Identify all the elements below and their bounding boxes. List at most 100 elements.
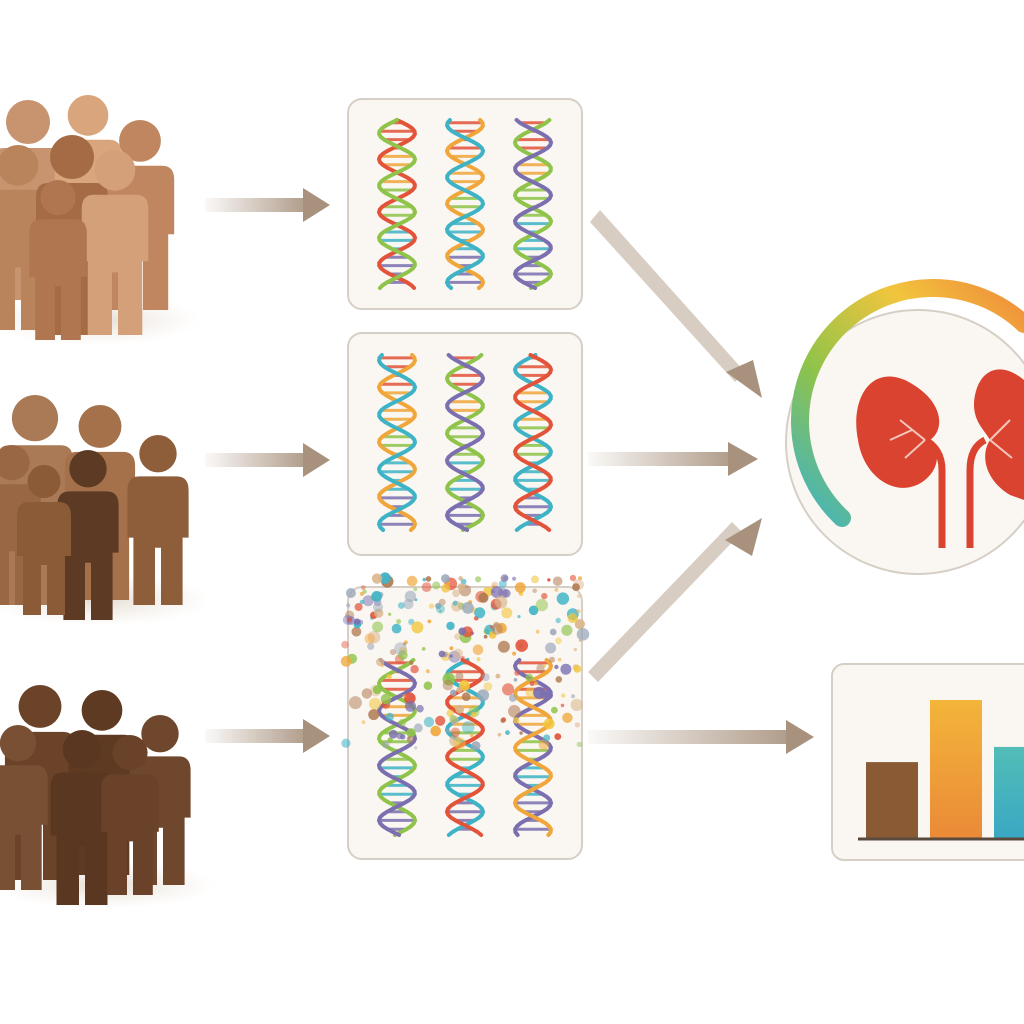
particle [435, 715, 446, 726]
particle [389, 649, 397, 656]
particle [541, 592, 548, 600]
particle [396, 732, 403, 740]
particle [423, 716, 435, 728]
bar-1 [866, 762, 918, 838]
particle [359, 599, 365, 605]
particle [362, 595, 374, 607]
particle [450, 715, 459, 725]
particle [461, 721, 475, 734]
particle [436, 604, 445, 614]
particle [505, 730, 510, 735]
particle [450, 689, 457, 696]
population-group-3 [0, 685, 217, 909]
particle [423, 681, 433, 690]
particle [391, 623, 402, 634]
dna-helix-icon [444, 353, 486, 532]
bar-2 [930, 700, 982, 838]
particle [402, 642, 407, 646]
particle [369, 697, 381, 710]
particle [535, 598, 548, 612]
particle [405, 700, 416, 712]
particle [461, 692, 471, 702]
particle [354, 618, 361, 625]
particle [458, 627, 467, 636]
particle [410, 665, 419, 674]
particle [385, 712, 394, 721]
particle [547, 578, 551, 582]
particle [494, 595, 508, 609]
particle [495, 673, 501, 679]
particle [509, 694, 517, 702]
particle [373, 602, 383, 613]
dna-helix-icon [376, 353, 418, 532]
particle [359, 591, 364, 596]
arrow-dna-1-to-kidney [590, 210, 762, 398]
particle [549, 656, 555, 663]
particle [432, 581, 441, 590]
particle [543, 718, 555, 730]
particle [361, 688, 372, 699]
particle [450, 727, 461, 738]
particle [561, 624, 573, 636]
particle [498, 580, 507, 588]
particle [414, 746, 418, 750]
particle [515, 639, 528, 652]
particle [452, 589, 460, 598]
particle [347, 617, 352, 622]
particle [456, 687, 463, 693]
particle [360, 585, 366, 590]
particle [454, 633, 461, 640]
particle [348, 696, 362, 710]
particle [475, 576, 482, 583]
particle [449, 646, 454, 651]
particle [474, 607, 486, 619]
person-figure [50, 730, 114, 905]
particle [341, 640, 349, 649]
particle [472, 644, 484, 656]
particle [576, 628, 590, 641]
particle [368, 709, 380, 721]
particle [478, 592, 489, 603]
particle [557, 657, 562, 662]
particle [574, 619, 586, 630]
particle [406, 735, 414, 743]
particle [533, 686, 546, 699]
particle [545, 642, 557, 654]
particle [380, 693, 392, 705]
kidney-function-gauge [785, 279, 1024, 575]
particle [341, 738, 351, 748]
particle [576, 741, 583, 748]
particle [552, 576, 563, 586]
particle [483, 682, 493, 691]
particle [570, 698, 583, 712]
arrow-population-3-to-dna [205, 719, 330, 753]
particle [404, 590, 417, 602]
particle [477, 689, 490, 702]
particle [371, 591, 383, 602]
particle [554, 733, 562, 740]
particle [514, 670, 520, 676]
particle [578, 638, 583, 642]
particle [458, 576, 464, 581]
person-figure [0, 725, 48, 890]
particle [528, 605, 539, 616]
particle [397, 650, 408, 660]
particle [543, 734, 551, 742]
particle [453, 737, 466, 750]
arrow-dna-2-to-kidney [588, 442, 758, 476]
particle [534, 681, 538, 686]
particle [497, 640, 510, 653]
bar-chart-panel [831, 663, 1024, 861]
particle [388, 729, 398, 739]
particle [502, 683, 515, 696]
particle [397, 602, 405, 609]
particle [572, 583, 580, 591]
particle [512, 717, 520, 724]
particle [376, 657, 385, 667]
particle [396, 619, 402, 624]
particle [413, 723, 423, 733]
person-figure [101, 735, 159, 895]
particle [387, 737, 393, 743]
particle [476, 657, 481, 662]
particle [425, 576, 432, 582]
